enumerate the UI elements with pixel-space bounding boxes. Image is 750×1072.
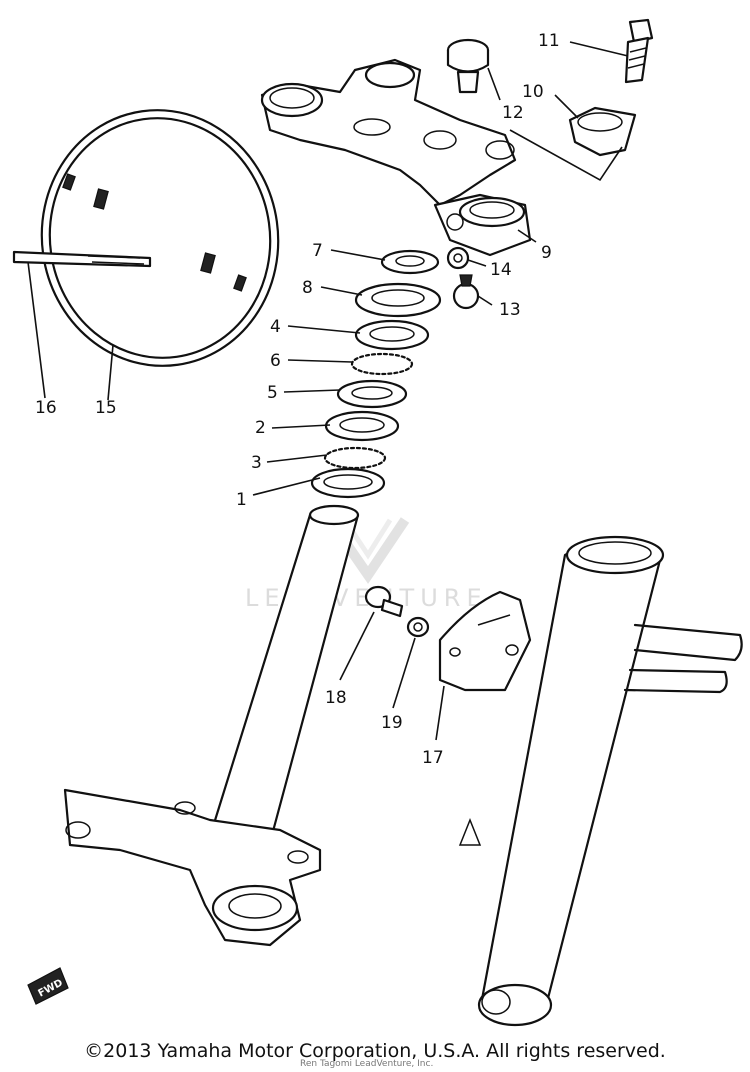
cap-nut (452, 274, 480, 310)
race-bottom (310, 467, 386, 499)
steering-stem (27, 504, 360, 1005)
callout-8: 8 (302, 278, 313, 298)
watermark-credit: Ren Tagomi LeadVenture, Inc. (300, 1059, 433, 1069)
steering-stack (310, 249, 442, 499)
ball-lower (323, 446, 387, 470)
callout-11: 11 (538, 31, 560, 51)
callout-16: 16 (35, 398, 57, 418)
callout-10: 10 (522, 82, 544, 102)
holder-bolt (624, 18, 654, 84)
copyright-notice: ©2013 Yamaha Motor Corporation, U.S.A. A… (84, 1040, 666, 1062)
ball-upper (350, 352, 414, 376)
callout-7: 7 (312, 241, 323, 261)
callout-13: 13 (499, 300, 521, 320)
callout-14: 14 (490, 260, 512, 280)
callout-2: 2 (255, 418, 266, 438)
callout-3: 3 (251, 453, 262, 473)
bracket-bolt (364, 585, 404, 618)
callout-18: 18 (325, 688, 347, 708)
crown-bolt (446, 38, 490, 94)
handlebar-holder-upper (568, 106, 637, 157)
reflector-bracket (438, 590, 532, 692)
callout-15: 15 (95, 398, 117, 418)
callouts: 1 2 3 4 5 6 7 8 9 10 11 12 13 14 15 16 1… (35, 31, 560, 768)
callout-9: 9 (541, 243, 552, 263)
callout-1: 1 (236, 490, 247, 510)
bracket-washer (406, 616, 430, 638)
callout-12: 12 (502, 103, 524, 123)
front-fork (458, 535, 743, 1027)
callout-5: 5 (267, 383, 278, 403)
callout-4: 4 (270, 317, 281, 337)
callout-6: 6 (270, 351, 281, 371)
headlight-rim (40, 109, 280, 367)
upper-bracket (260, 58, 517, 207)
handlebar-clamp-lower (433, 193, 532, 257)
callout-19: 19 (381, 713, 403, 733)
race-upper-2 (336, 379, 408, 409)
race-lower (324, 410, 400, 442)
leader-lines (27, 41, 629, 741)
ring-nut (380, 249, 440, 275)
cover (354, 282, 442, 318)
callout-17: 17 (422, 748, 444, 768)
washer (446, 246, 470, 270)
rim-screw (12, 250, 152, 268)
race-upper (354, 319, 430, 351)
